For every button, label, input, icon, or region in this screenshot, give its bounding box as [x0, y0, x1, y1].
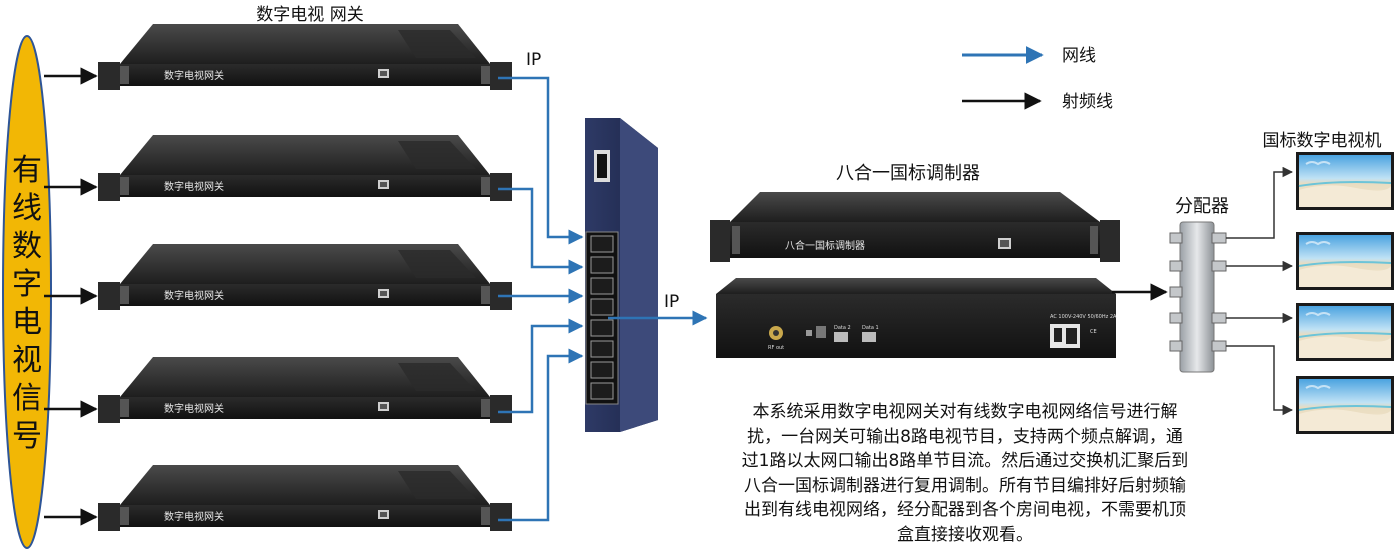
source-char: 线 [12, 191, 42, 226]
description-line: 出到有线电视网络，经分配器到各个房间电视，不需要机顶 [744, 500, 1186, 520]
data2-label: Data 2 [834, 325, 851, 331]
switch-port [590, 235, 614, 253]
splitter-title: 分配器 [1175, 196, 1229, 217]
splitter-port-left [1169, 232, 1183, 244]
description-line: 本系统采用数字电视网关对有线数字电视网络信号进行解 [752, 402, 1178, 422]
modulator-title: 八合一国标调制器 [836, 163, 980, 184]
switch-port [590, 361, 614, 379]
splitter-port-right [1211, 312, 1227, 324]
splitter-port-left [1169, 340, 1183, 352]
source-char: 电 [12, 305, 42, 340]
description-line: 盒直接接收观看。 [897, 524, 1033, 545]
switch-port [590, 256, 614, 274]
system-description: 本系统采用数字电视网关对有线数字电视网络信号进行解 扰，一台网关可输出8路电视节… [700, 400, 1230, 547]
source-char: 视 [12, 343, 42, 378]
legend-network-label: 网线 [1062, 46, 1096, 66]
tv-screen [1295, 231, 1395, 291]
source-char: 有 [12, 153, 42, 188]
description-line: 八合一国标调制器进行复用调制。所有节目编排好后射频输 [744, 475, 1186, 496]
source-char: 号 [12, 419, 42, 454]
ethernet-switch [585, 118, 658, 432]
modulator-front: 八合一国标调制器 [710, 192, 1120, 262]
rf-cables-to-tvs [1226, 166, 1294, 416]
data1-label: Data 1 [862, 325, 879, 331]
ce-mark: CE [1090, 329, 1097, 335]
gateway-device: 数字电视网关 [98, 135, 512, 201]
modulator-back: RF out Data 2 Data 1 AC 100V-240V 50/60H… [716, 278, 1117, 358]
tv-group [1295, 151, 1395, 435]
switch-port [590, 382, 614, 400]
network-cable-2 [498, 187, 584, 275]
gateway-device: 数字电视网关 [98, 24, 512, 90]
source-char: 字 [12, 267, 42, 302]
splitter-port-left [1169, 260, 1183, 272]
splitter-port-right [1211, 232, 1227, 244]
description-line: 扰，一台网关可输出8路电视节目，支持两个频点解调，通 [747, 426, 1183, 447]
gateway-device: 数字电视网关 [98, 244, 512, 310]
rf-cable-tv-4 [1226, 345, 1294, 416]
gateway-title: 数字电视 网关 [256, 5, 363, 25]
splitter-port-right [1211, 260, 1227, 272]
ip-label-gateways: IP [526, 50, 541, 70]
splitter-port-right [1211, 340, 1227, 352]
gateway-device: 数字电视网关 [98, 357, 512, 423]
source-char: 数 [12, 229, 42, 264]
gateway-front-label: 数字电视网关 [164, 510, 224, 523]
network-cable-1 [498, 76, 584, 245]
gateway-front-label: 数字电视网关 [164, 289, 224, 302]
network-cable-4 [498, 318, 584, 414]
switch-port [590, 277, 614, 295]
rf-cable-tv-1 [1226, 166, 1294, 239]
gateway-front-label: 数字电视网关 [164, 69, 224, 82]
switch-port [590, 298, 614, 316]
splitter [1169, 221, 1227, 373]
network-cable-5 [498, 348, 584, 522]
source-char: 信 [12, 381, 42, 416]
modulator-front-label: 八合一国标调制器 [785, 239, 865, 252]
tv-screen [1295, 151, 1395, 211]
legend-rf-label: 射频线 [1062, 92, 1113, 112]
description-line: 过1路以太网口输出8路单节目流。然后通过交换机汇聚后到 [741, 451, 1189, 471]
network-cables-gateways [498, 76, 584, 522]
legend: 网线 射频线 [962, 46, 1113, 112]
splitter-port-left [1169, 312, 1183, 324]
tv-screen [1295, 375, 1395, 435]
ip-label-modulator: IP [664, 292, 679, 312]
switch-port [590, 319, 614, 337]
switch-port [590, 340, 614, 358]
rf-out-label: RF out [768, 345, 784, 351]
power-spec-label: AC 100V-240V 50/60Hz 2A [1050, 314, 1117, 320]
splitter-port-left [1169, 286, 1183, 298]
tv-screen [1295, 302, 1395, 362]
gateway-front-label: 数字电视网关 [164, 180, 224, 193]
tv-title: 国标数字电视机 [1263, 131, 1382, 151]
gateway-device: 数字电视网关 [98, 465, 512, 531]
gateway-front-label: 数字电视网关 [164, 402, 224, 415]
